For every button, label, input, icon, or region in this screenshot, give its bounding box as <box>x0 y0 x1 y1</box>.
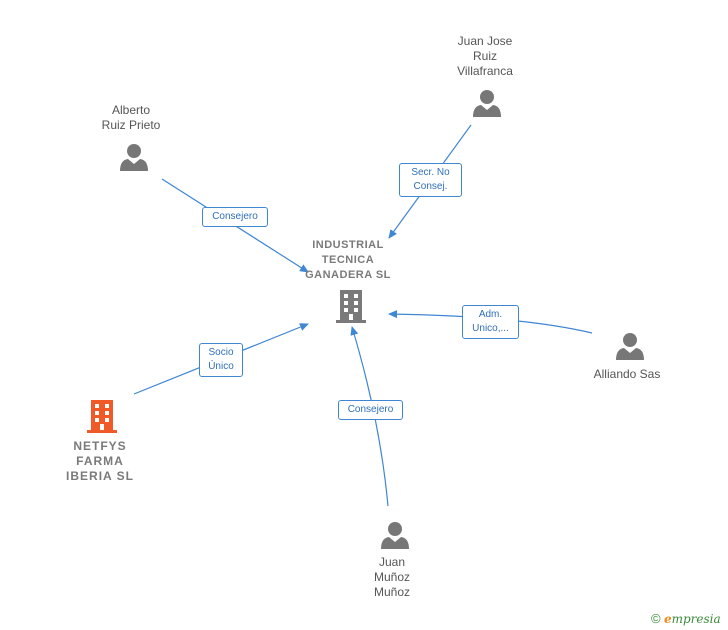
juan-jose-line-3: Villafranca <box>457 64 513 78</box>
netfys-company-label[interactable]: NETFYS FARMA IBERIA SL <box>50 439 150 484</box>
juan-jose-line-2: Ruiz <box>472 49 497 63</box>
person-juan-jose-label[interactable]: Juan Jose Ruiz Villafranca <box>435 34 535 79</box>
building-icon[interactable] <box>335 288 367 324</box>
alberto-line-1: Alberto <box>111 103 151 117</box>
person-icon[interactable] <box>380 520 410 550</box>
alliando-line-1: Alliando Sas <box>593 367 661 381</box>
edge-label-consejero-alberto[interactable]: Consejero <box>202 207 268 227</box>
edge-label-line: Consejero <box>212 211 258 222</box>
center-company-line-3: GANADERA SL <box>305 269 391 281</box>
edge-label-line: Secr. No <box>411 167 450 178</box>
copyright-symbol: © <box>651 611 661 626</box>
edge-label-socio-unico[interactable]: Socio Único <box>199 343 243 377</box>
edge-label-line: Socio <box>208 347 234 358</box>
center-company-line-2: TECNICA <box>321 254 375 266</box>
juan-munoz-line-3: Muñoz <box>373 585 411 599</box>
person-juan-munoz-label[interactable]: Juan Muñoz Muñoz <box>342 555 442 600</box>
person-icon[interactable] <box>615 331 645 361</box>
netfys-line-3: IBERIA SL <box>66 469 134 483</box>
brand-initial: e <box>663 612 672 626</box>
person-icon[interactable] <box>472 88 502 118</box>
center-company-line-1: INDUSTRIAL <box>312 239 384 251</box>
brand-rest: mpresia <box>671 612 721 626</box>
edge-label-line: Consejero <box>347 404 394 415</box>
netfys-line-1: NETFYS <box>73 439 127 453</box>
person-alberto-label[interactable]: Alberto Ruiz Prieto <box>81 103 181 133</box>
center-company-label[interactable]: INDUSTRIAL TECNICA GANADERA SL <box>298 238 398 283</box>
empresia-watermark: © empresia <box>651 611 721 626</box>
juan-jose-line-1: Juan Jose <box>457 34 513 48</box>
edge-label-line: Unico,... <box>472 323 509 334</box>
edge-label-consejero-juan-munoz[interactable]: Consejero <box>338 400 403 420</box>
alberto-line-2: Ruiz Prieto <box>101 118 161 132</box>
brand-logo: empresia <box>664 612 721 626</box>
edge-label-line: Consej. <box>413 181 448 192</box>
edge-label-adm-unico[interactable]: Adm. Unico,... <box>462 305 519 339</box>
edge-label-secr-no-consej[interactable]: Secr. No Consej. <box>399 163 462 197</box>
netfys-line-2: FARMA <box>76 454 124 468</box>
person-icon[interactable] <box>119 142 149 172</box>
person-alliando-label[interactable]: Alliando Sas <box>577 367 677 382</box>
juan-munoz-line-1: Juan <box>378 555 406 569</box>
building-icon[interactable] <box>86 398 118 434</box>
edge-label-line: Adm. <box>478 309 503 320</box>
edge-label-line: Único <box>208 361 234 372</box>
juan-munoz-line-2: Muñoz <box>373 570 411 584</box>
